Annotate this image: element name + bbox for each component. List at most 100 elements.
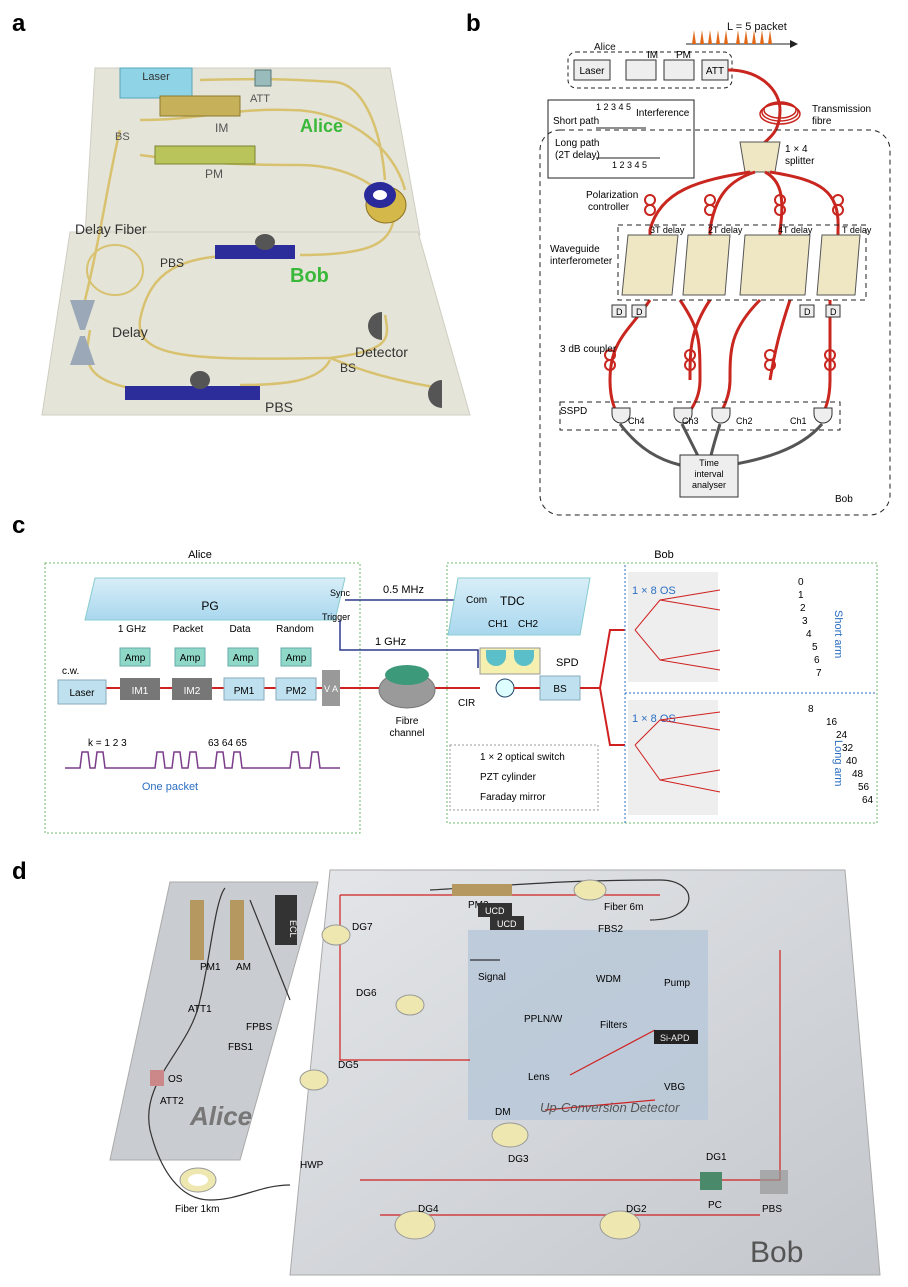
tdc-label: TDC (500, 594, 525, 608)
att-box (254, 69, 272, 87)
d-wdm: WDM (596, 974, 621, 985)
legend-faraday: Faraday mirror (480, 792, 546, 803)
b-bob-box (539, 129, 891, 516)
d-alice-title: Alice (189, 1101, 252, 1131)
splitter-1: 1 × 4 (785, 144, 808, 155)
ch3: Ch3 (682, 416, 699, 426)
detector-label: Detector (355, 344, 408, 360)
delay-2t: 2T delay (708, 225, 743, 235)
panel-a-label: a (12, 10, 26, 37)
transmission-fibre-1: Transmission (812, 104, 871, 115)
splitter-box (739, 141, 781, 173)
panel-c: Alice Bob PG Sync Trigger 0.5 MHz 1 GHz … (44, 549, 878, 834)
d-pm1: PM1 (200, 962, 221, 973)
os-long: 1 × 8 OS (632, 713, 676, 725)
transmission-fibre-2: fibre (812, 116, 832, 127)
d-dg6: DG6 (356, 988, 377, 999)
packet-pulses (692, 30, 772, 44)
fibre-2: channel (389, 728, 424, 739)
s7: 7 (816, 668, 822, 679)
long-path-1: Long path (555, 138, 600, 149)
amp-4: Amp (286, 653, 307, 664)
circulator (495, 678, 515, 698)
l24: 24 (836, 730, 848, 741)
ucd-inset (468, 930, 708, 1120)
packet-label: L = 5 packet (727, 21, 787, 33)
amp-2: Amp (180, 653, 201, 664)
s6: 6 (814, 655, 820, 666)
b-coils (604, 194, 844, 371)
ch2: Ch2 (736, 416, 753, 426)
c-bob-box (446, 562, 878, 824)
c-bob-label: Bob (654, 549, 674, 561)
d-fiber-6m: Fiber 6m (604, 902, 643, 913)
d-lens: Lens (528, 1072, 550, 1083)
sspd-box (559, 401, 841, 431)
panel-b-label: b (466, 10, 481, 37)
d-dg3: DG3 (508, 1154, 529, 1165)
c-alice-label: Alice (188, 549, 212, 561)
spd-label: SPD (556, 657, 579, 669)
pm2: PM2 (286, 686, 307, 697)
long-arm: Long arm (832, 740, 844, 786)
d-ppln: PPLN/W (524, 1014, 563, 1025)
detector-top (368, 312, 382, 340)
ch1-label: CH1 (488, 619, 508, 630)
bs-alice-label: BS (115, 131, 130, 143)
d-fiber-1km-label: Fiber 1km (175, 1204, 219, 1215)
ch2-label: CH2 (518, 619, 538, 630)
d-alice-plate (109, 881, 319, 1161)
d-siapd: Si-APD (660, 1033, 690, 1043)
d-dm: DM (495, 1107, 511, 1118)
amp-1: Amp (125, 653, 146, 664)
d-bottom-row: HWP PC PBS Bob (300, 1160, 803, 1269)
short-arm: Short arm (832, 610, 844, 658)
d-ucd2: UCD (497, 919, 517, 929)
fibre-1: Fibre (396, 716, 419, 727)
c-bs: BS (553, 684, 567, 695)
s2: 2 (800, 603, 806, 614)
c-legend-box (449, 744, 599, 811)
cir-label: CIR (458, 698, 475, 709)
d-fpbs: FPBS (246, 1022, 272, 1033)
wg-2: interferometer (550, 256, 613, 267)
coupler-label: 3 dB coupler (560, 344, 617, 355)
tia-1: Time (699, 458, 719, 468)
delay-4t: 4T delay (778, 225, 813, 235)
im-label: IM (215, 121, 228, 135)
wg-1: Waveguide (550, 244, 600, 255)
pol-ctrl-2: controller (588, 202, 630, 213)
long-arm-numbers: 8 16 24 32 40 48 56 64 (808, 704, 874, 806)
laser-box (119, 67, 193, 99)
l16: 16 (826, 717, 838, 728)
top-bob-rail (215, 245, 295, 259)
d-boxes (611, 304, 841, 318)
inset-nums-1: 1 2 3 4 5 (596, 102, 631, 112)
short-arm-numbers: 0 1 2 3 4 5 6 7 (798, 577, 822, 679)
d2: D (636, 307, 643, 317)
d-bob-top: PM2 UCD UCD Fiber 6m FBS2 (452, 879, 643, 935)
panel-d-label: d (12, 858, 27, 885)
detector-bottom (428, 380, 442, 408)
b-inset-box (547, 99, 695, 179)
inset-nums-2: 1 2 3 4 5 (612, 160, 647, 170)
ch4: Ch4 (628, 416, 645, 426)
ch1: Ch1 (790, 416, 807, 426)
trigger-label: Trigger (322, 612, 350, 622)
panel-c-label: c (12, 512, 26, 539)
d-os: OS (168, 1074, 183, 1085)
delay-fiber-label: Delay Fiber (75, 221, 147, 237)
os-short: 1 × 8 OS (632, 585, 676, 597)
pg-box (84, 577, 346, 621)
delay-3t: 3T delay (650, 225, 685, 235)
b-im: IM (647, 50, 658, 61)
alice-title: Alice (300, 116, 343, 136)
l64: 64 (862, 795, 874, 806)
l56: 56 (858, 782, 870, 793)
legend-pzt: PZT cylinder (480, 772, 537, 783)
legend-switch: 1 × 2 optical switch (480, 752, 565, 763)
att-label: ATT (250, 93, 270, 105)
tia-3: analyser (692, 480, 726, 490)
pm-label: PM (205, 167, 223, 181)
